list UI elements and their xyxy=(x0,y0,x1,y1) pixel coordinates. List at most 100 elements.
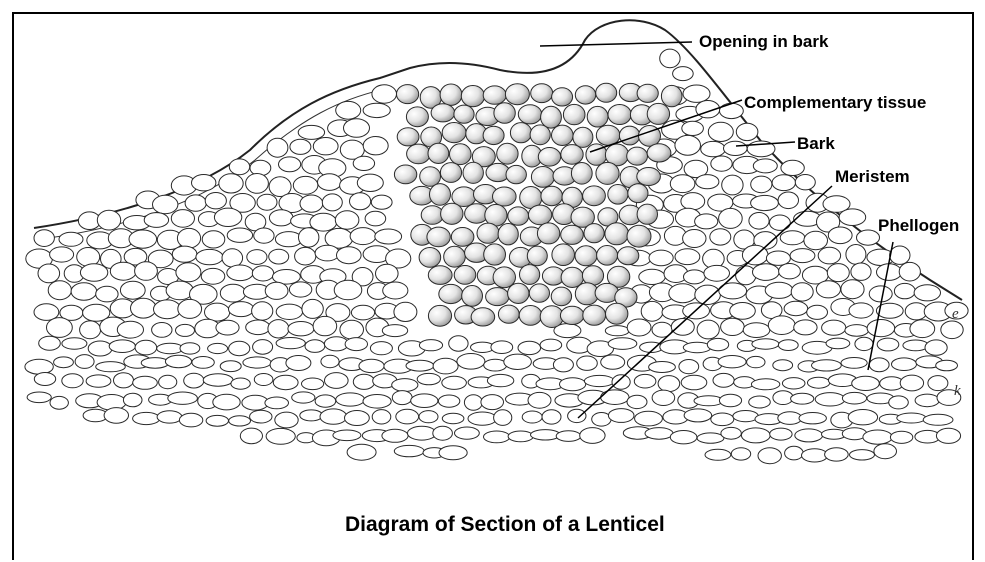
cell xyxy=(129,230,157,248)
complementary-cell xyxy=(647,103,669,124)
cell xyxy=(171,210,194,228)
cell xyxy=(135,262,158,281)
cell xyxy=(350,228,376,245)
cell xyxy=(841,358,867,369)
cell xyxy=(159,375,177,388)
cell xyxy=(773,360,793,371)
cell xyxy=(243,357,271,368)
cell xyxy=(518,341,541,354)
complementary-cell xyxy=(441,203,463,224)
cell xyxy=(710,229,731,245)
cell xyxy=(487,374,513,386)
cell xyxy=(313,138,338,155)
cell xyxy=(711,156,732,171)
cell xyxy=(804,231,828,249)
cell xyxy=(179,413,202,427)
complementary-cell xyxy=(421,206,443,225)
cell xyxy=(86,375,111,387)
cell xyxy=(780,231,805,245)
cell xyxy=(484,431,510,443)
cell xyxy=(683,85,710,102)
complementary-cell xyxy=(510,123,531,143)
cell xyxy=(635,411,663,426)
cell xyxy=(184,373,204,388)
cell xyxy=(903,340,928,351)
cell xyxy=(269,249,289,264)
cell xyxy=(778,412,802,425)
cell xyxy=(842,392,866,404)
cell xyxy=(392,391,412,405)
complementary-cell xyxy=(608,185,628,205)
cell xyxy=(915,394,939,407)
complementary-cell xyxy=(661,85,682,106)
cell xyxy=(34,230,54,247)
cell xyxy=(153,195,178,213)
cell xyxy=(468,412,497,425)
cell xyxy=(673,67,694,81)
cell xyxy=(334,280,362,299)
cell xyxy=(305,340,325,353)
cell xyxy=(325,373,349,389)
cell xyxy=(365,211,386,226)
cell xyxy=(608,409,634,423)
cell xyxy=(442,413,464,423)
cell xyxy=(157,411,182,423)
cell xyxy=(890,431,912,443)
cell xyxy=(928,376,948,391)
cell xyxy=(679,360,699,374)
cell xyxy=(408,426,437,440)
complementary-cell xyxy=(637,84,658,102)
cell xyxy=(753,264,780,281)
cell xyxy=(652,390,675,405)
cell xyxy=(229,302,254,317)
cell xyxy=(214,208,241,226)
cell xyxy=(851,263,871,280)
cell xyxy=(504,354,532,369)
cell xyxy=(96,362,126,372)
complementary-cell xyxy=(498,224,518,245)
complementary-cell xyxy=(530,125,550,145)
cell xyxy=(683,342,711,352)
complementary-cell xyxy=(506,165,526,183)
complementary-cell xyxy=(428,305,451,326)
cell xyxy=(59,232,83,246)
cell xyxy=(874,444,897,459)
cell xyxy=(752,339,779,349)
cell xyxy=(222,249,243,267)
cell xyxy=(337,247,362,264)
cell xyxy=(560,378,586,391)
complementary-cell xyxy=(627,225,651,247)
complementary-cell xyxy=(428,143,449,163)
cell xyxy=(439,446,467,460)
cell xyxy=(694,396,723,406)
cell xyxy=(695,285,721,304)
cell xyxy=(394,302,417,321)
cell xyxy=(855,337,873,350)
cell xyxy=(705,449,731,460)
cell xyxy=(286,356,311,371)
cell xyxy=(180,343,200,354)
cell xyxy=(110,262,136,280)
diagram-caption: Diagram of Section of a Lenticel xyxy=(345,513,665,537)
cell xyxy=(681,375,707,390)
complementary-cell xyxy=(552,88,573,106)
cell xyxy=(246,320,270,335)
cell xyxy=(382,429,408,442)
complementary-cell xyxy=(606,303,628,324)
cell xyxy=(419,411,438,423)
cell xyxy=(394,445,424,456)
cell xyxy=(845,325,869,337)
leader-opening xyxy=(540,42,692,46)
cell xyxy=(80,264,107,282)
cell xyxy=(577,356,598,370)
cell xyxy=(720,103,744,118)
cell xyxy=(229,416,251,426)
cell xyxy=(88,341,112,356)
complementary-cell xyxy=(529,284,549,302)
cell xyxy=(50,247,74,262)
cell xyxy=(265,397,289,409)
cell xyxy=(741,428,770,443)
cell xyxy=(634,374,656,388)
cell xyxy=(730,303,756,320)
